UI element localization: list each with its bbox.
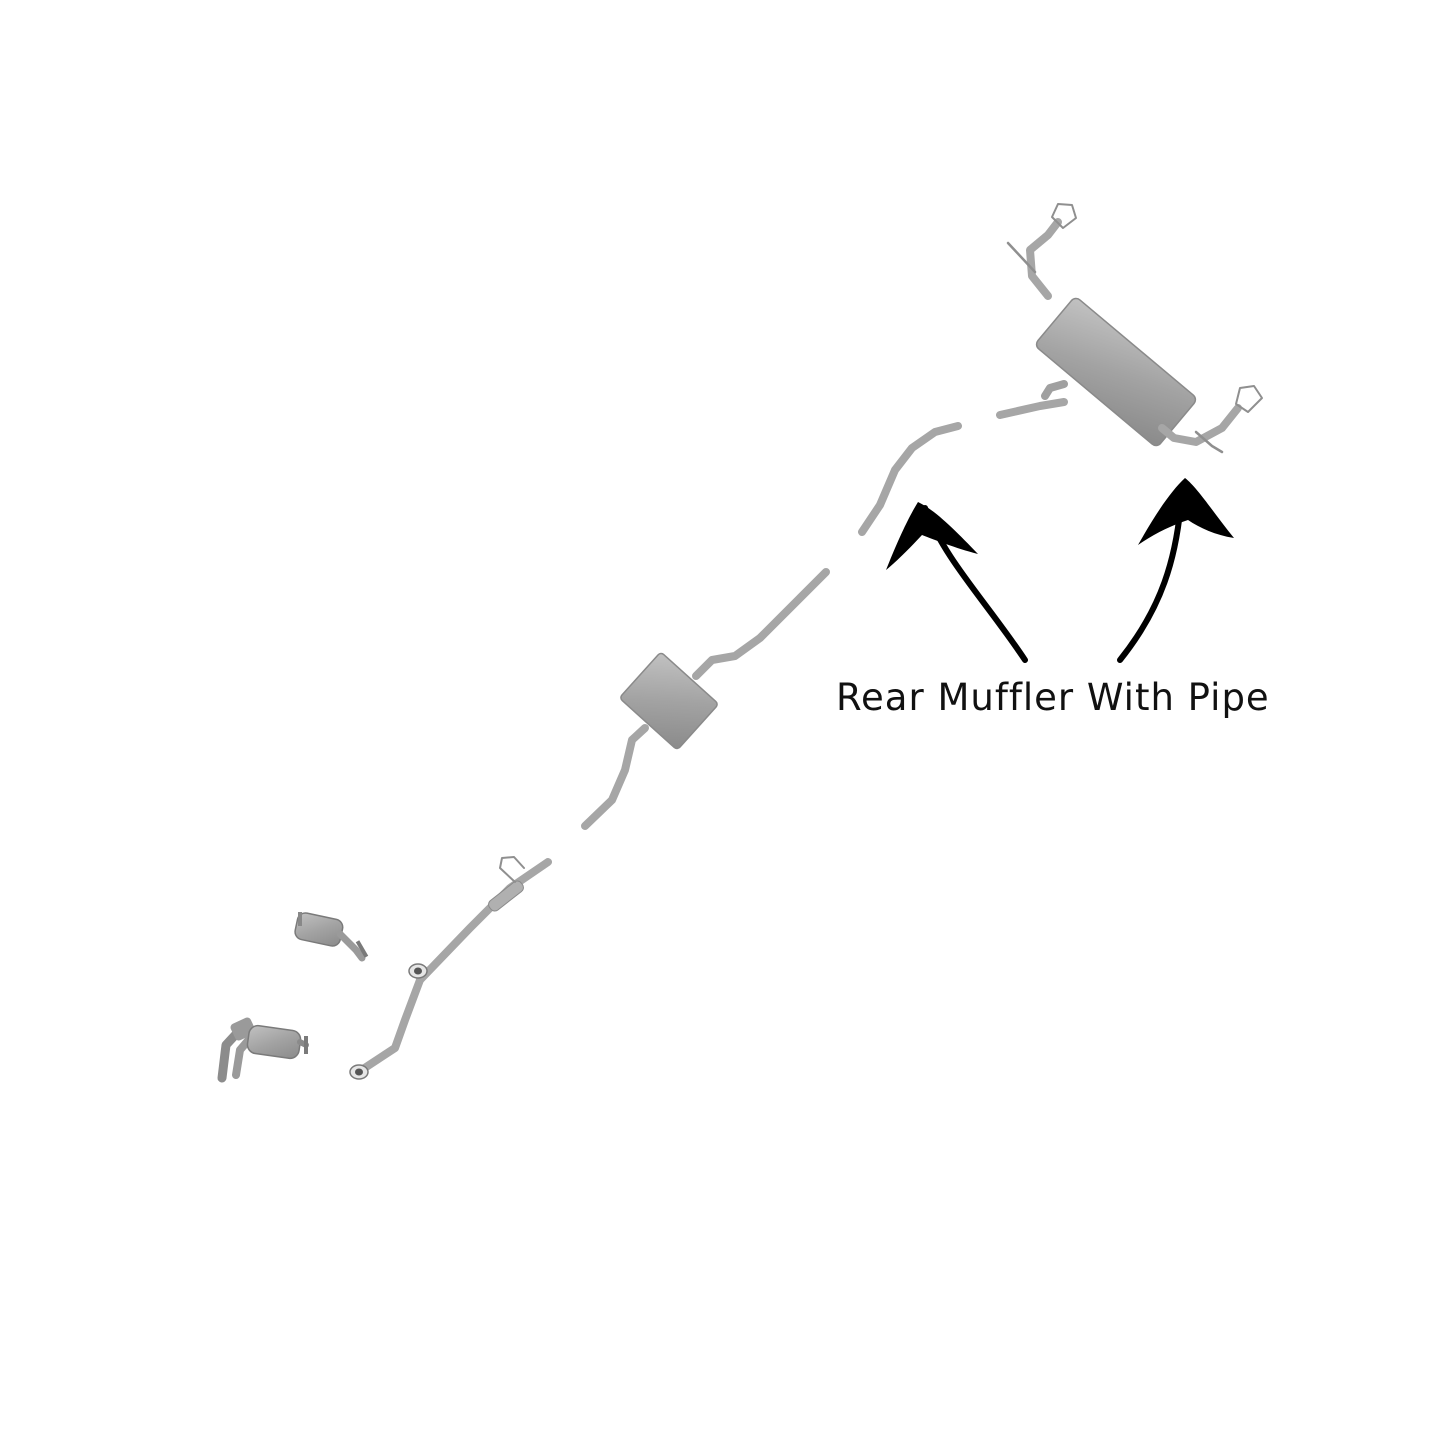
callout-arrow-right [1117,478,1234,663]
front-catalytic-converter [294,912,369,962]
callout-arrow-left [886,502,1028,663]
rear-muffler-with-pipe [996,203,1263,454]
rear-intermediate-pipe [858,422,962,536]
callout-label: Rear Muffler With Pipe [836,676,1270,719]
front-pipe-with-resonator [349,856,552,1080]
center-muffler-pipe [581,568,830,830]
exhaust-manifold-catalytic-converter [217,1017,309,1083]
